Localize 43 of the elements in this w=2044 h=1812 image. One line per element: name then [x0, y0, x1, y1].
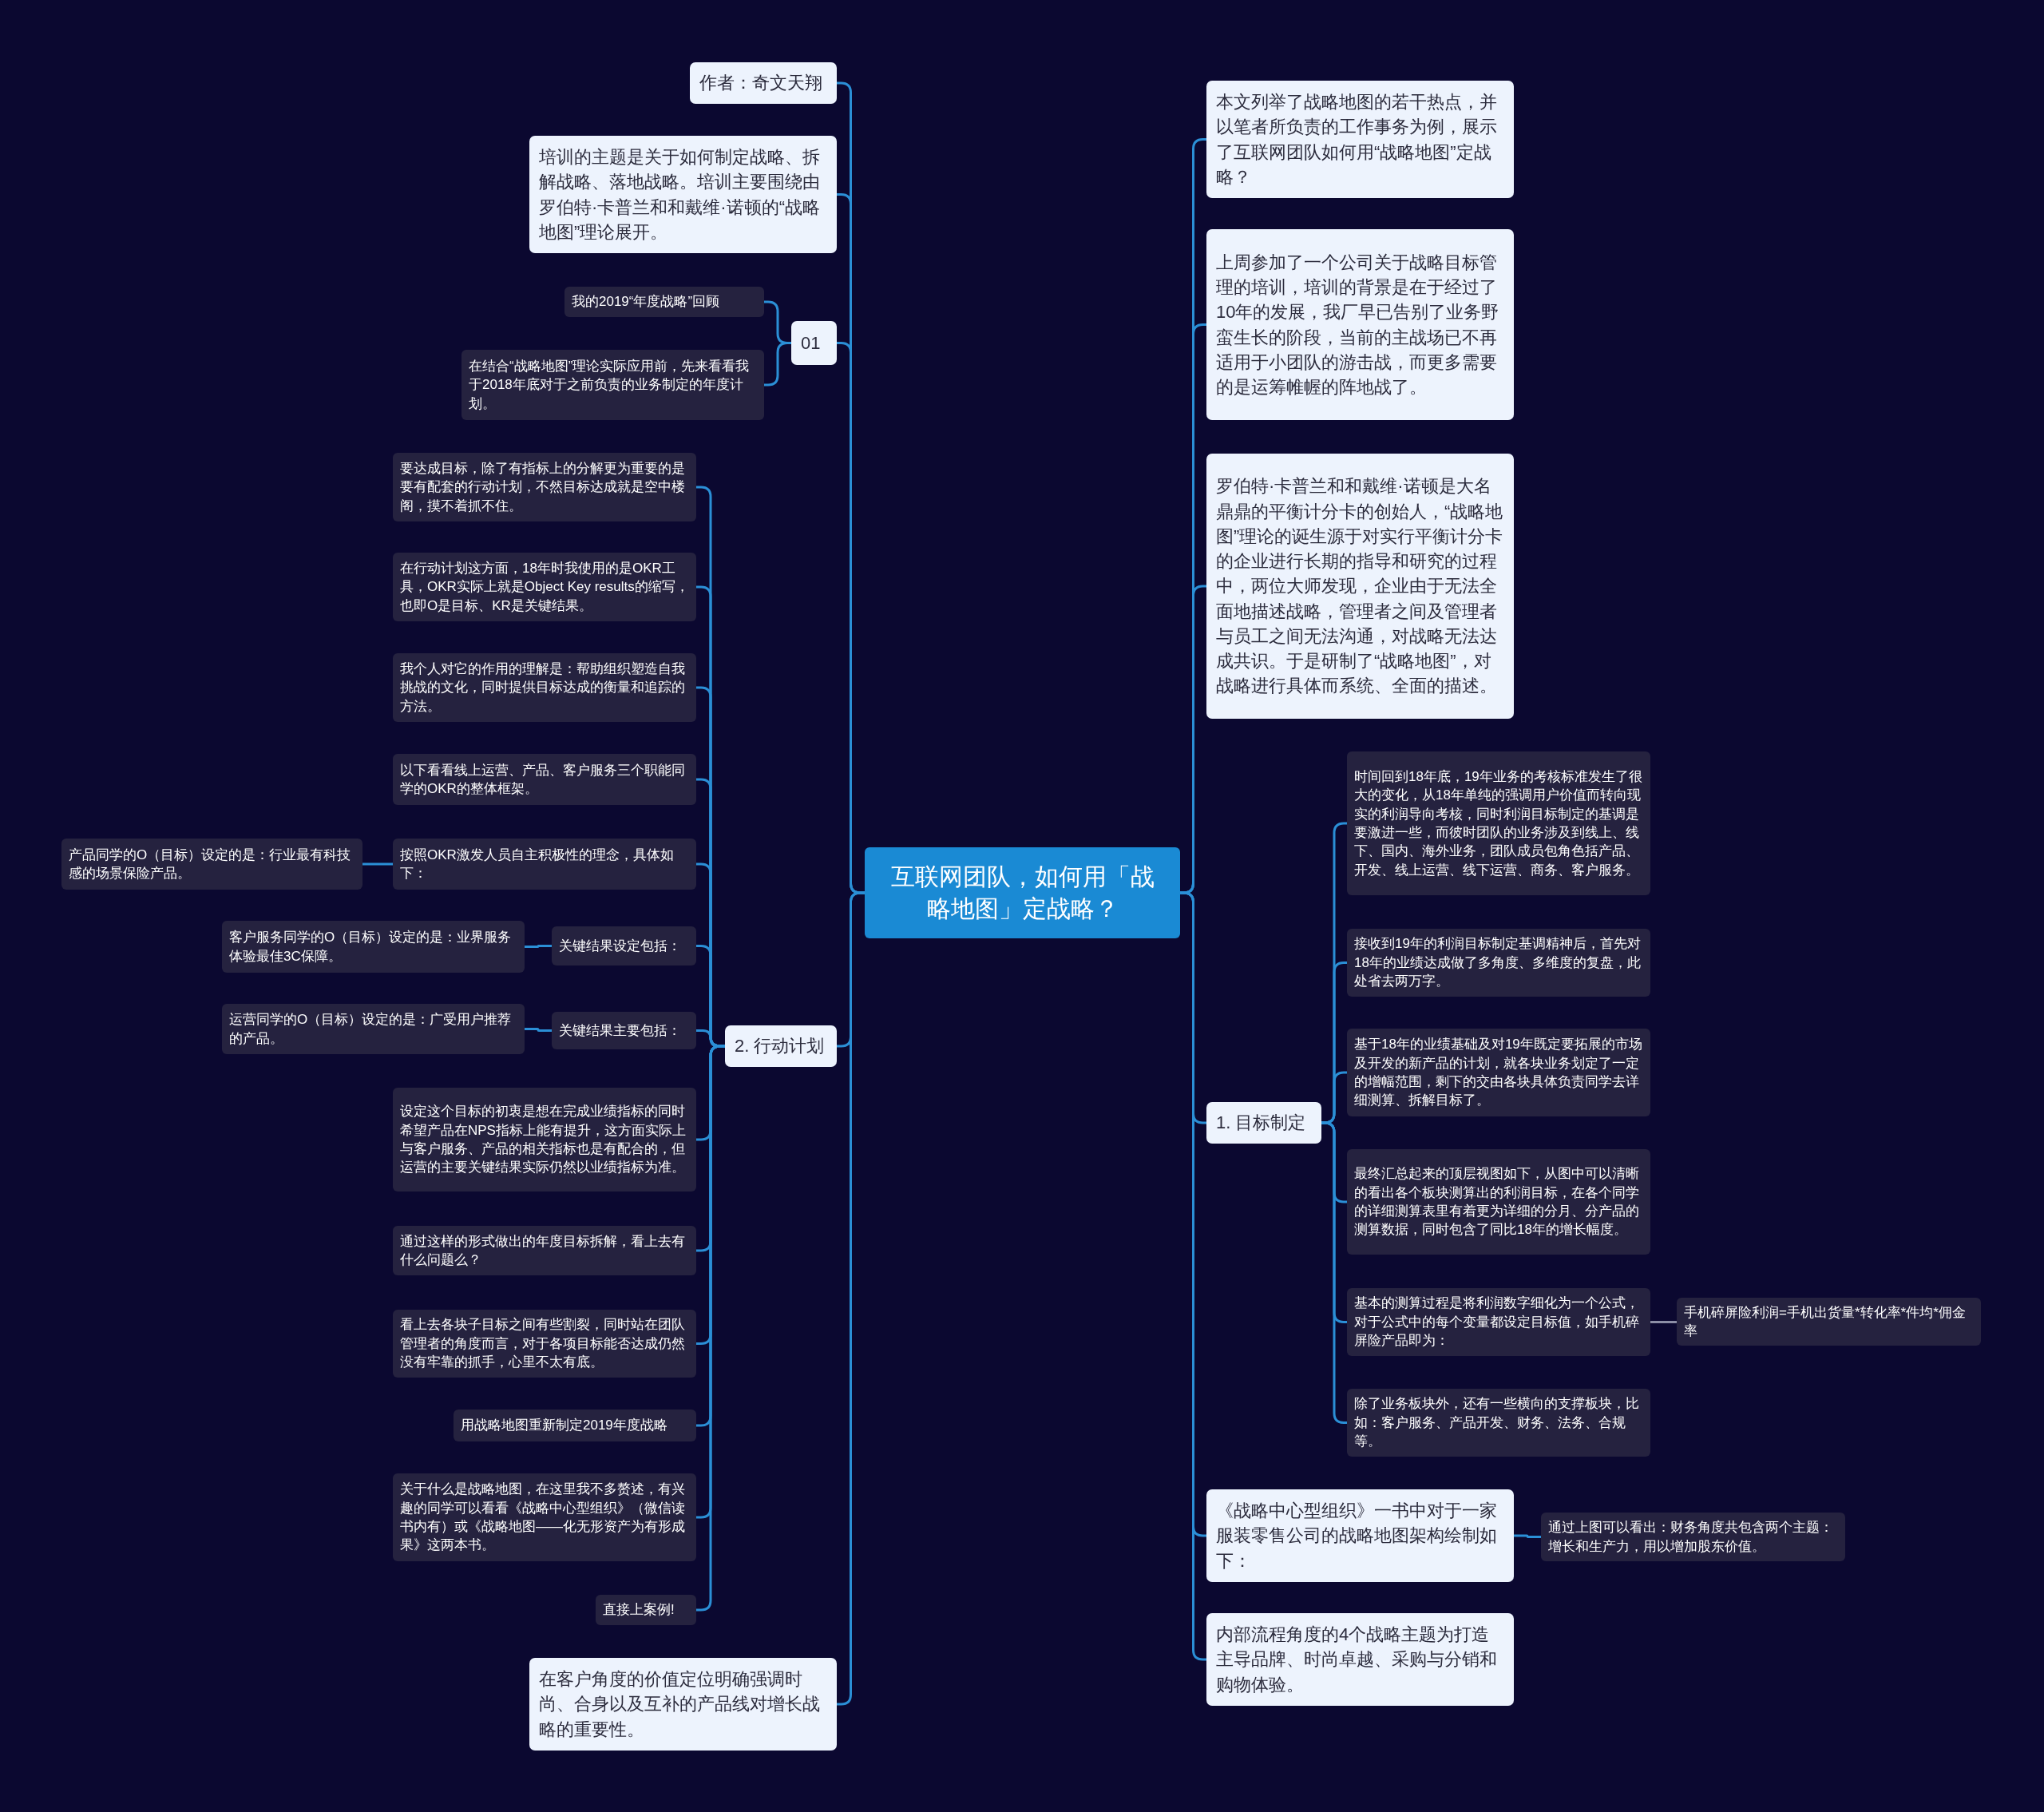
- topic-box: 本文列举了战略地图的若干热点，并以笔者所负责的工作事务为例，展示了互联网团队如何用“战略地图”定战略？: [1206, 81, 1514, 198]
- subtopic-box: 客户服务同学的O（目标）设定的是：业界服务体验最佳3C保障。: [222, 921, 525, 973]
- topic-box: 01: [791, 321, 837, 365]
- subtopic-box: 我个人对它的作用的理解是：帮助组织塑造自我挑战的文化，同时提供目标达成的衡量和追踪的方法。: [393, 653, 696, 722]
- subtopic-box: 要达成目标，除了有指标上的分解更为重要的是要有配套的行动计划，不然目标达成就是空中楼阁，摸不着抓不住。: [393, 453, 696, 521]
- connector-line: [525, 1028, 552, 1032]
- topic-box: 《战略中心型组织》一书中对于一家服装零售公司的战略地图架构绘制如下：: [1206, 1489, 1514, 1582]
- subtopic-box: 用战略地图重新制定2019年度战略: [454, 1410, 696, 1441]
- topic-box: 作者：奇文天翔: [690, 62, 837, 104]
- subtopic-box: 最终汇总起来的顶层视图如下，从图中可以清晰的看出各个板块测算出的利润目标，在各个同学的详细测算表里有着更为详细的分月、分产品的测算数据，同时包含了同比18年的增长幅度。: [1347, 1149, 1650, 1255]
- subtopic-box: 关键结果主要包括：: [552, 1012, 696, 1049]
- subtopic-box: 关于什么是战略地图，在这里我不多赘述，有兴趣的同学可以看看《战略中心型组织》（微信读书内有）或《战略地图——化无形资产为有形成果》这两本书。: [393, 1473, 696, 1561]
- topic-box: 培训的主题是关于如何制定战略、拆解战略、落地战略。培训主要围绕由罗伯特·卡普兰和和戴维·诺顿的“战略地图”理论展开。: [529, 136, 837, 253]
- connector-line: [1650, 1321, 1677, 1323]
- topic-box: 在客户角度的价值定位明确强调时尚、合身以及互补的产品线对增长战略的重要性。: [529, 1658, 837, 1751]
- connector-line: [525, 945, 552, 948]
- subtopic-box: 按照OKR激发人员自主积极性的理念，具体如下：: [393, 839, 696, 890]
- subtopic-box: 在行动计划这方面，18年时我使用的是OKR工具，OKR实际上就是Object Key results的缩写，也即O是目标、KR是关键结果。: [393, 553, 696, 621]
- connector-line: [362, 862, 393, 866]
- subtopic-box: 基本的测算过程是将利润数字细化为一个公式，对于公式中的每个变量都设定目标值，如手机碎屏险产品即为：: [1347, 1288, 1650, 1356]
- subtopic-box: 接收到19年的利润目标制定基调精神后，首先对18年的业绩达成做了多角度、多维度的复盘，此处省去两万字。: [1347, 929, 1650, 997]
- subtopic-box: 直接上案例!: [596, 1595, 696, 1625]
- connector-line: [1514, 1534, 1541, 1538]
- topic-box: 上周参加了一个公司关于战略目标管理的培训，培训的背景是在于经过了10年的发展，我厂早已告别了业务野蛮生长的阶段，当前的主战场已不再适用于小团队的游击战，而更多需要的是运筹帷幄的阵地战了。: [1206, 229, 1514, 420]
- subtopic-box: 产品同学的O（目标）设定的是：行业最有科技感的场景保险产品。: [61, 839, 362, 890]
- topic-box: 罗伯特·卡普兰和和戴维·诺顿是大名鼎鼎的平衡计分卡的创始人，“战略地图”理论的诞生源于对实行平衡计分卡的企业进行长期的指导和研究的过程中，两位大师发现，企业由于无法全面地描述战略，管理者之间及管理者与员工之间无法沟通，对战略无法达成共识。于是研制了“战略地图”，对战略进行具体而系统、全面的描述。: [1206, 454, 1514, 719]
- topic-box: 2. 行动计划: [725, 1025, 837, 1067]
- subtopic-box: 除了业务板块外，还有一些横向的支撑板块，比如：客户服务、产品开发、财务、法务、合规等。: [1347, 1389, 1650, 1457]
- subtopic-box: 设定这个目标的初衷是想在完成业绩指标的同时希望产品在NPS指标上能有提升，这方面实际上与客户服务、产品的相关指标也是有配合的，但运营的主要关键结果实际仍然以业绩指标为准。: [393, 1088, 696, 1191]
- subtopic-box: 通过这样的形式做出的年度目标拆解，看上去有什么问题么？: [393, 1226, 696, 1275]
- subtopic-box: 以下看看线上运营、产品、客户服务三个职能同学的OKR的整体框架。: [393, 754, 696, 805]
- subtopic-box: 通过上图可以看出：财务角度共包含两个主题：增长和生产力，用以增加股东价值。: [1541, 1513, 1845, 1561]
- subtopic-box: 看上去各块子目标之间有些割裂，同时站在团队管理者的角度而言，对于各项目标能否达成仍然没有牢靠的抓手，心里不太有底。: [393, 1310, 696, 1378]
- subtopic-box: 关键结果设定包括：: [552, 926, 696, 965]
- subtopic-box: 我的2019“年度战略”回顾: [564, 287, 764, 317]
- subtopic-box: 手机碎屏险利润=手机出货量*转化率*件均*佣金率: [1677, 1298, 1981, 1346]
- topic-box: 内部流程角度的4个战略主题为打造主导品牌、时尚卓越、采购与分销和购物体验。: [1206, 1613, 1514, 1706]
- subtopic-box: 时间回到18年底，19年业务的考核标准发生了很大的变化，从18年单纯的强调用户价值而转向现实的利润导向考核，同时利润目标制定的基调是要激进一些，而彼时团队的业务涉及到线上、线下、国内、海外业务，团队成员包角色括产品、开发、线上运营、线下运营、商务、客户服务。: [1347, 751, 1650, 895]
- central-topic: 互联网团队，如何用「战略地图」定战略？: [865, 847, 1180, 938]
- subtopic-box: 基于18年的业绩基础及对19年既定要拓展的市场及开发的新产品的计划，就各块业务划定了一定的增幅范围，剩下的交由各块具体负责同学去详细测算、拆解目标了。: [1347, 1029, 1650, 1116]
- subtopic-box: 运营同学的O（目标）设定的是：广受用户推荐的产品。: [222, 1004, 525, 1054]
- topic-box: 1. 目标制定: [1206, 1102, 1321, 1144]
- subtopic-box: 在结合“战略地图”理论实际应用前，先来看看我于2018年底对于之前负责的业务制定的年度计划。: [461, 350, 764, 420]
